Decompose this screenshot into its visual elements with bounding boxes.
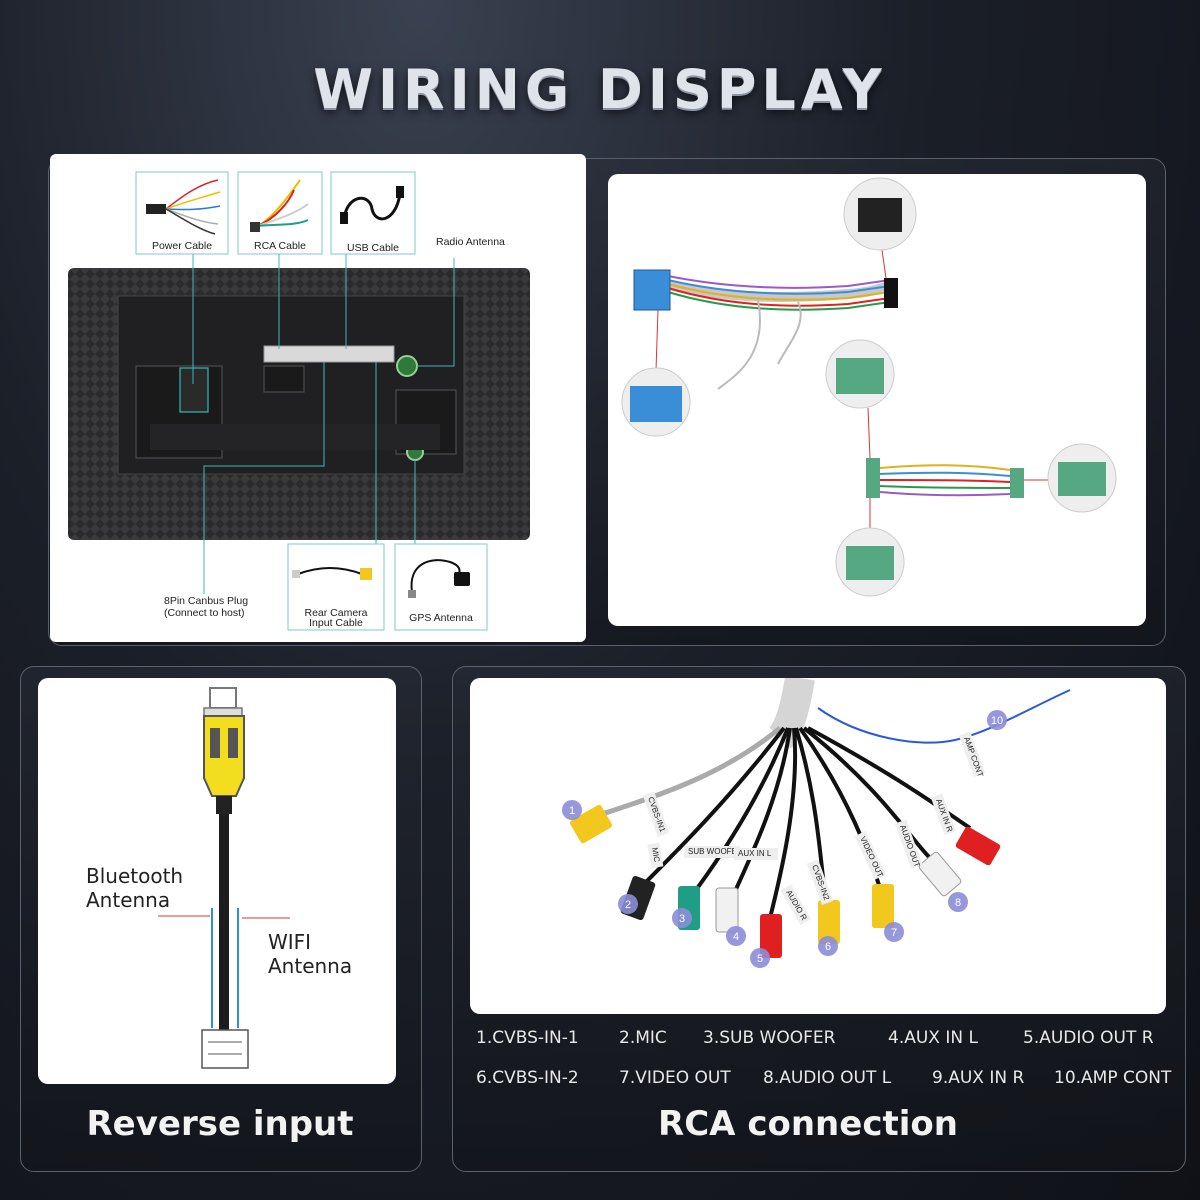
usb-cable-label: USB Cable — [347, 242, 399, 254]
rca-badge-4: 4 — [733, 931, 739, 943]
reverse-panel: Bluetooth Antenna WIFI Antenna — [38, 678, 396, 1084]
rear-camera-label-2: Input Cable — [309, 617, 363, 629]
usb-cable-icon — [340, 186, 404, 224]
rca-cable-icon — [250, 179, 309, 232]
gps-antenna-box: GPS Antenna — [394, 543, 488, 631]
rca-tag-2: MIC — [650, 847, 661, 863]
rca-badge-1: 1 — [569, 805, 575, 817]
canbus-plug-label-1: 8Pin Canbus Plug — [164, 595, 248, 607]
head-unit-back — [68, 268, 530, 540]
rear-camera-cable-icon — [292, 567, 372, 580]
radio-antenna-label: Radio Antenna — [436, 236, 505, 248]
rca-legend-item: 6.CVBS-IN-2 — [476, 1068, 579, 1088]
usb-cable-box: USB Cable — [330, 171, 416, 255]
wifi-label: WIFI Antenna — [268, 930, 353, 978]
rca-legend-item: 4.AUX IN L — [888, 1028, 978, 1048]
rca-badge-5: 5 — [757, 953, 763, 965]
head-unit-panel: Power Cable RCA Cable USB Cable Radio An… — [50, 154, 586, 642]
rca-badge-2: 2 — [625, 899, 631, 911]
harness-panel — [608, 174, 1146, 626]
rca-cable-illustration — [570, 678, 1071, 958]
rca-panel: CVBS-IN1 MIC SUB WOOFER AUX IN L AUDIO R… — [470, 678, 1166, 1014]
rca-cable-box: RCA Cable — [237, 171, 323, 255]
rca-legend-item: 9.AUX IN R — [932, 1068, 1025, 1088]
rca-legend-item: 5.AUDIO OUT R — [1023, 1028, 1154, 1048]
rca-badge-6: 6 — [825, 941, 831, 953]
power-cable-box: Power Cable — [135, 171, 229, 255]
rca-legend-item: 1.CVBS-IN-1 — [476, 1028, 579, 1048]
rca-legend-item: 8.AUDIO OUT L — [763, 1068, 892, 1088]
bluetooth-label: Bluetooth Antenna — [86, 864, 184, 912]
reverse-cable-illustration — [158, 687, 290, 1069]
rca-badge-10: 10 — [991, 715, 1003, 727]
reverse-caption: Reverse input — [86, 1104, 354, 1144]
rca-legend-item: 3.SUB WOOFER — [703, 1028, 836, 1048]
gps-antenna-label: GPS Antenna — [409, 612, 473, 624]
rca-legend-item: 10.AMP CONT — [1054, 1068, 1172, 1088]
rca-caption: RCA connection — [658, 1104, 958, 1144]
rca-tag-3: SUB WOOFER — [688, 847, 743, 856]
rca-tag-4: AUX IN L — [738, 849, 772, 858]
power-cable-label: Power Cable — [152, 240, 212, 252]
page-title: WIRING DISPLAY — [313, 58, 887, 121]
rear-camera-box: Rear Camera Input Cable — [287, 543, 385, 631]
leader-lines — [192, 254, 455, 594]
rca-legend-item: 2.MIC — [619, 1028, 667, 1048]
gps-antenna-icon — [408, 559, 470, 598]
canbus-plug-label-2: (Connect to host) — [164, 607, 245, 619]
rca-cable-label: RCA Cable — [254, 240, 306, 252]
rca-legend-item: 7.VIDEO OUT — [619, 1068, 731, 1088]
rear-camera-label-1: Rear Camera — [304, 607, 367, 619]
rca-badge-7: 7 — [891, 927, 897, 939]
power-cable-icon — [146, 179, 221, 235]
harness-cable-illustration — [621, 177, 1117, 597]
rca-badge-8: 8 — [955, 897, 961, 909]
rca-badge-3: 3 — [679, 913, 685, 925]
